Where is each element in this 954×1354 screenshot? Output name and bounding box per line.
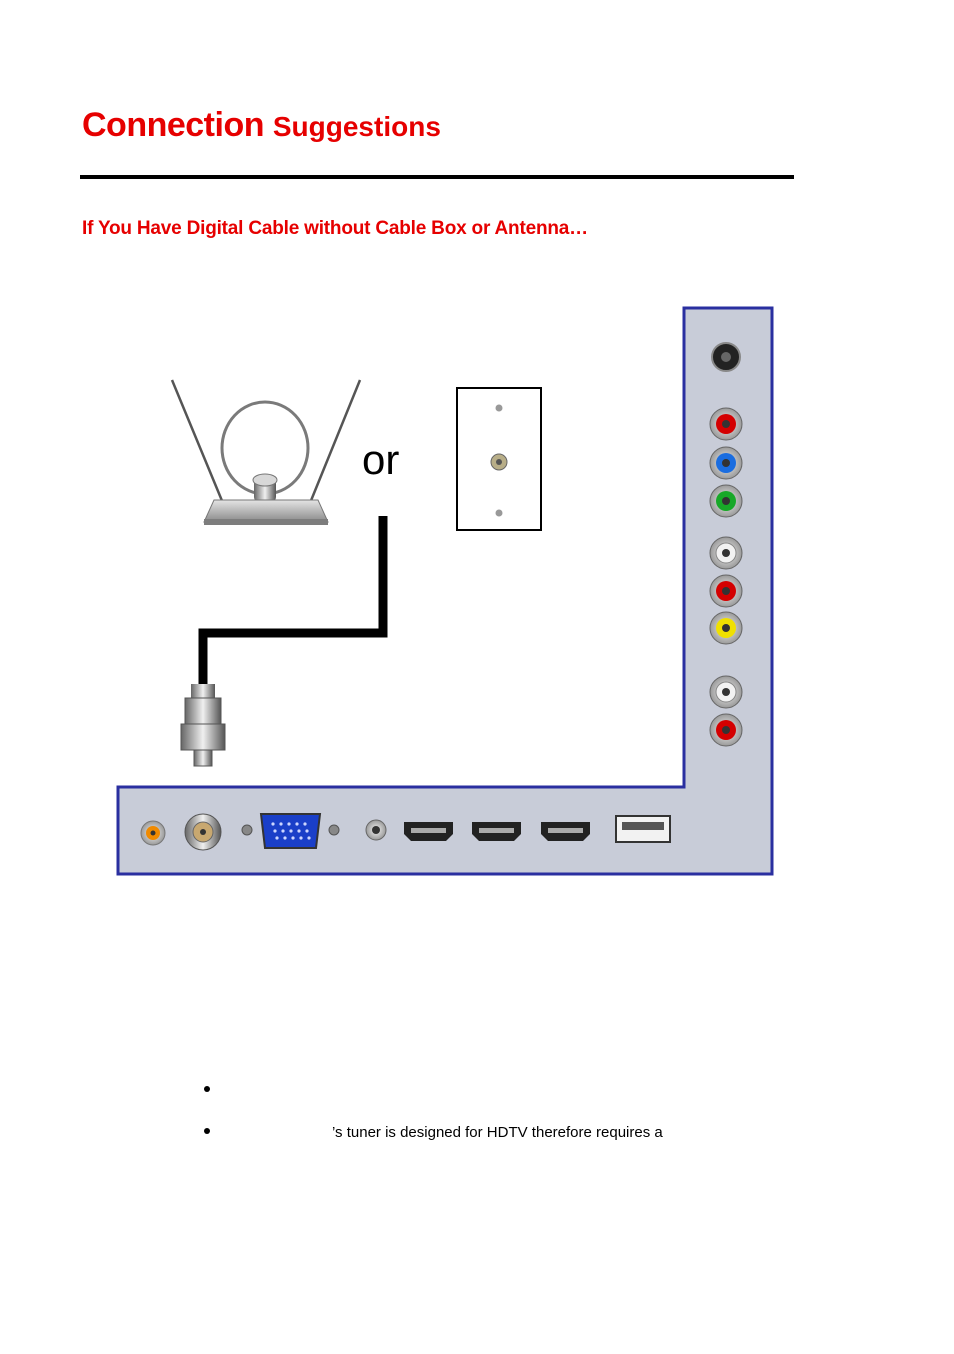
pc-audio-jack-icon xyxy=(365,819,387,841)
bullet-text: ’s tuner is designed for HDTV therefore … xyxy=(332,1124,663,1141)
usb-port-icon xyxy=(615,815,671,843)
hdmi-port-1-icon xyxy=(404,822,453,841)
tv-rear-panel xyxy=(116,306,774,876)
audio-out-left-jack-icon xyxy=(709,675,743,709)
audio-out-right-jack-icon xyxy=(709,713,743,747)
composite-video-jack-icon xyxy=(709,611,743,645)
page-title: Connection Suggestions xyxy=(82,106,441,145)
antenna-icon xyxy=(170,379,362,525)
bottom-port-row xyxy=(140,813,671,851)
title-divider xyxy=(80,175,794,179)
component-y-jack-icon xyxy=(709,484,743,518)
audio-right-jack-icon xyxy=(709,574,743,608)
vga-port-icon xyxy=(259,813,322,849)
or-label: or xyxy=(362,436,399,483)
hdmi-port-2-icon xyxy=(472,822,521,841)
wall-outlet-icon xyxy=(456,387,542,531)
bullet-icon xyxy=(204,1128,210,1134)
coax-connector-icon xyxy=(180,684,226,767)
hdmi-port-3-icon xyxy=(541,822,590,841)
title-word-suggestions: Suggestions xyxy=(272,111,441,142)
component-pb-jack-icon xyxy=(709,446,743,480)
title-word-connection: Connection xyxy=(82,106,264,144)
digital-audio-jack-icon xyxy=(140,820,166,846)
audio-left-jack-icon xyxy=(709,536,743,570)
section-heading: If You Have Digital Cable without Cable … xyxy=(82,218,588,239)
coax-cable xyxy=(198,516,388,688)
rf-antenna-input-icon xyxy=(184,813,222,851)
audio-video-jack-column xyxy=(709,342,743,747)
bullet-icon xyxy=(204,1086,210,1092)
component-pr-jack-icon xyxy=(709,407,743,441)
